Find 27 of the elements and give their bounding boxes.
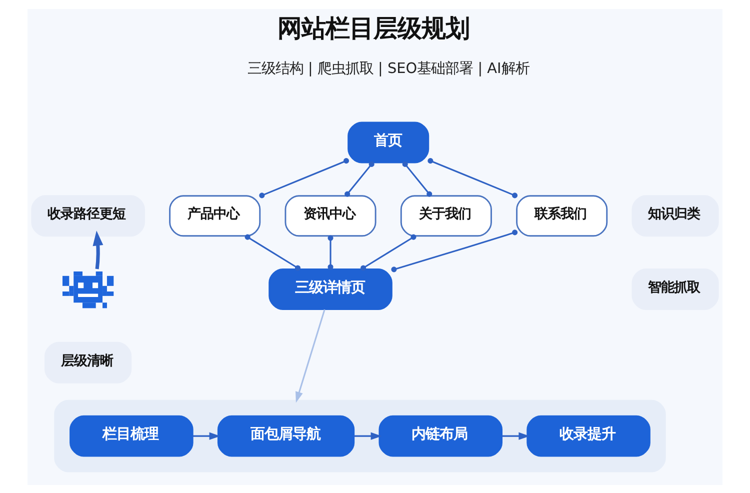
arrow <box>354 432 382 440</box>
label: 三级结构 | 爬虫抓取 | SEO基础部署 | AI解析 <box>247 60 530 76</box>
connector <box>391 229 518 272</box>
cluster <box>54 399 666 472</box>
connector <box>244 234 300 270</box>
node-box: 资讯中心 <box>284 194 376 236</box>
node-box: 栏目梳理 <box>70 414 194 456</box>
node-box: 收录提升 <box>526 414 650 456</box>
connector <box>402 160 432 196</box>
node-box: 面包屑导航 <box>217 414 355 456</box>
connector <box>360 234 416 270</box>
arrow <box>92 230 104 269</box>
arrow <box>192 432 220 440</box>
node-box: 三级详情页 <box>268 268 392 310</box>
node-box: 联系我们 <box>516 194 608 236</box>
connector <box>428 158 518 198</box>
node-box: 首页 <box>348 121 430 163</box>
connector <box>344 160 374 196</box>
node-box: 产品中心 <box>169 194 261 236</box>
connector <box>328 234 334 270</box>
connector <box>259 158 350 198</box>
node-box: 内链布局 <box>378 414 502 456</box>
arrow <box>296 308 326 402</box>
diagram-title: 网站栏目层级规划 <box>278 12 470 42</box>
node-box: 关于我们 <box>400 194 492 236</box>
node-box: 收录路径更短 <box>31 194 145 236</box>
arrow <box>502 432 530 440</box>
